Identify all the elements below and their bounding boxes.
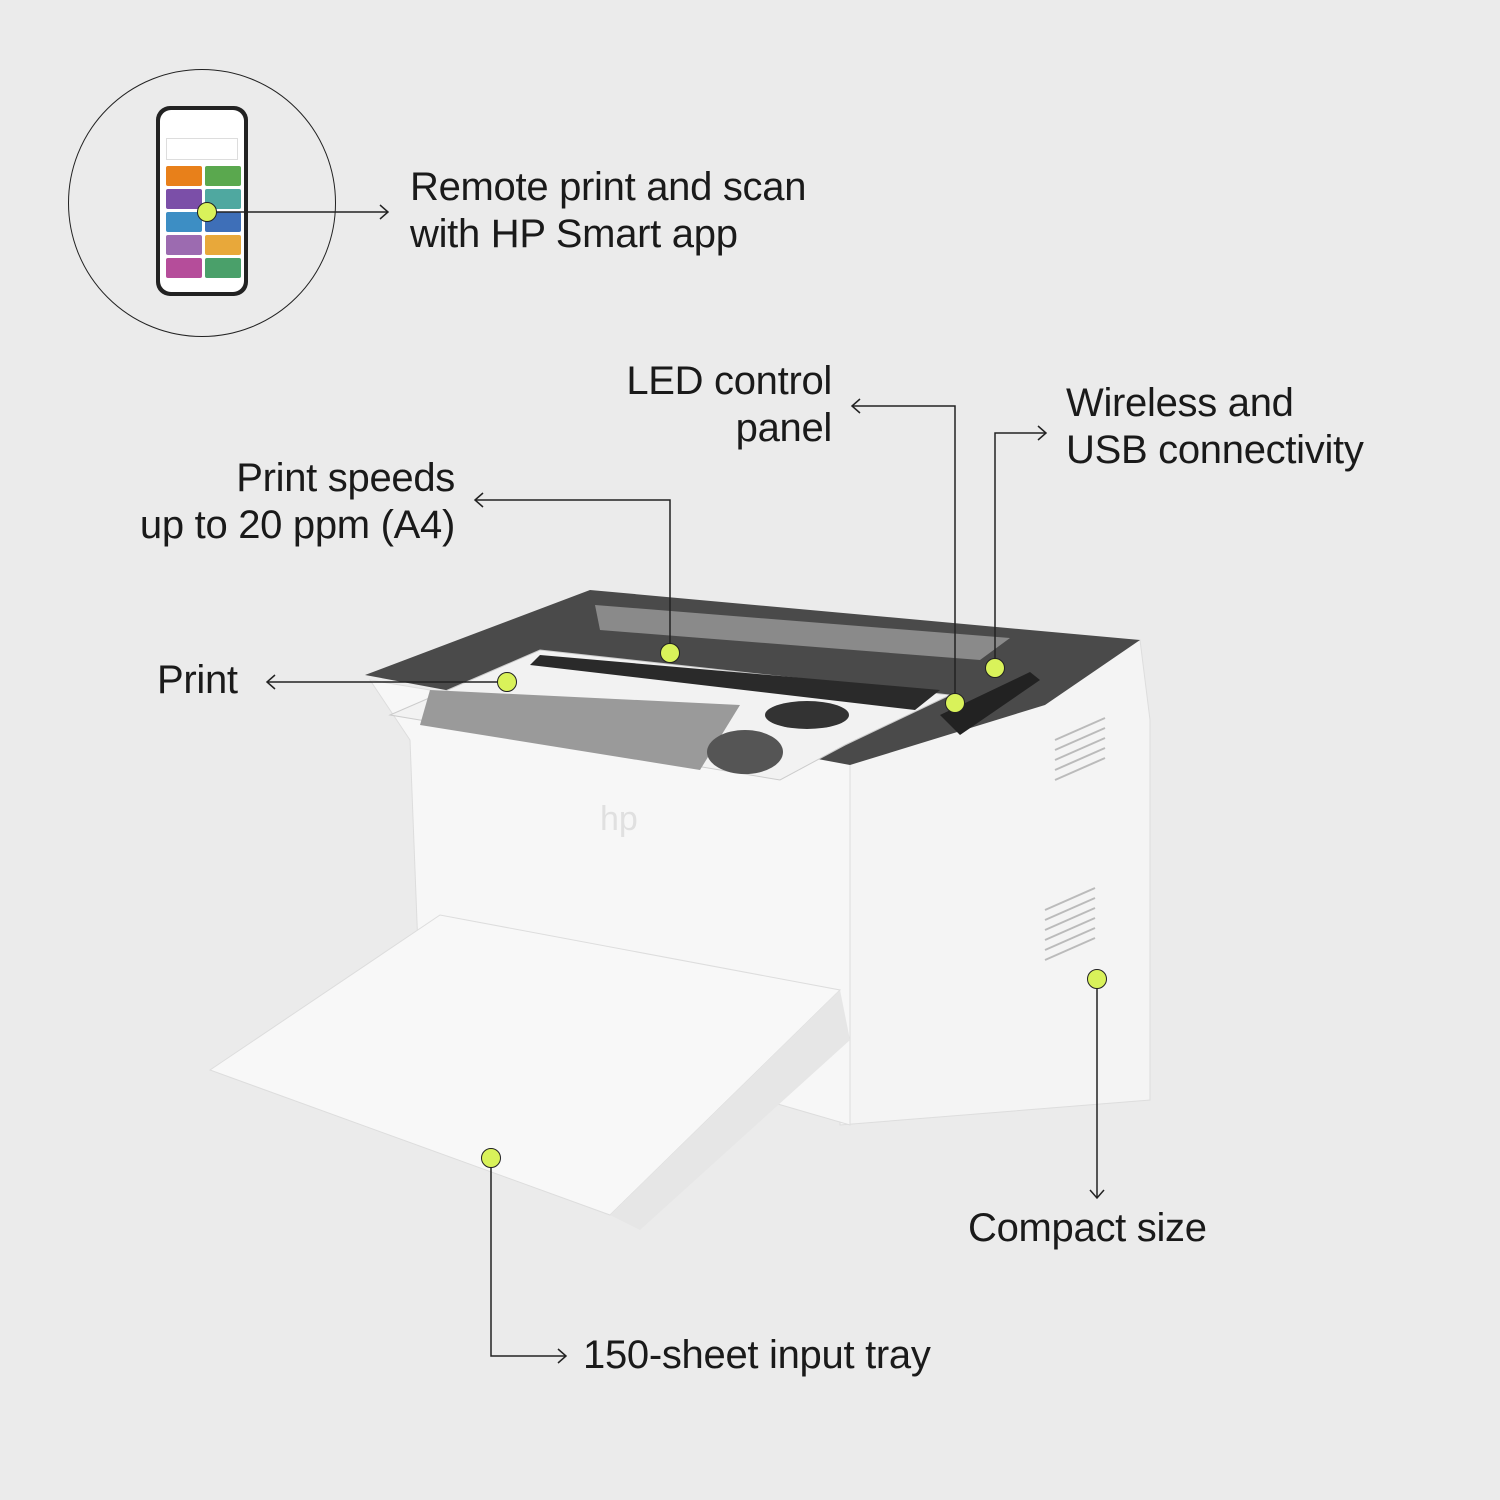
print-dot [497, 672, 517, 692]
wireless-callout: Wireless and USB connectivity [1066, 381, 1364, 472]
tray-callout: 150-sheet input tray [583, 1333, 931, 1377]
tray-dot [481, 1148, 501, 1168]
compact-dot [1087, 969, 1107, 989]
phone-illustration [156, 106, 248, 296]
speed-callout: Print speeds up to 20 ppm (A4) [139, 456, 455, 547]
speed-dot [660, 643, 680, 663]
app-inset-circle [68, 69, 336, 337]
led-callout: LED control panel [626, 359, 832, 450]
led-dot [945, 693, 965, 713]
print-callout: Print [157, 658, 238, 702]
app-callout: Remote print and scan with HP Smart app [410, 165, 807, 256]
compact-callout: Compact size [968, 1206, 1207, 1250]
svg-text:hp: hp [600, 800, 638, 838]
wireless-dot [985, 658, 1005, 678]
app-dot [197, 202, 217, 222]
